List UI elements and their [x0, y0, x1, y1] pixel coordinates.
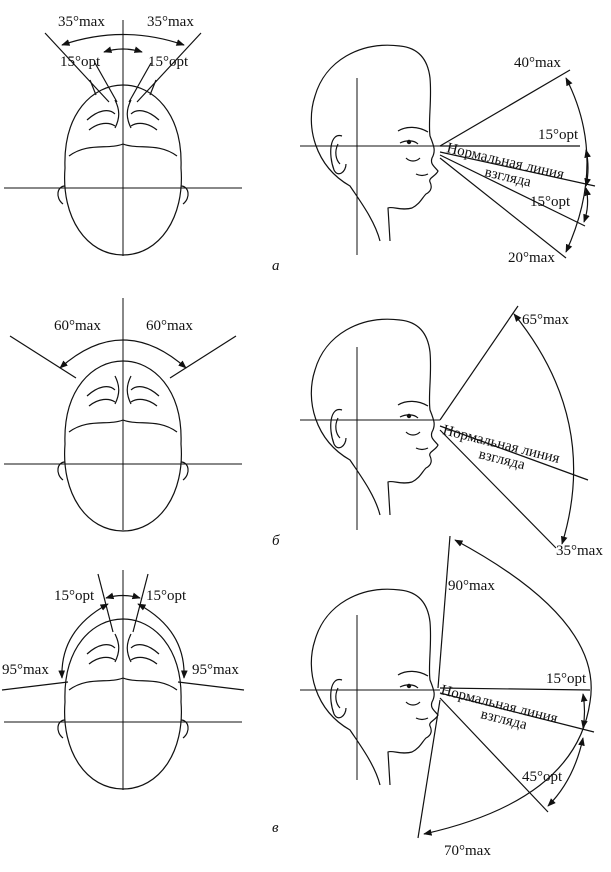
panel-c-left-opt-label: 15°opt	[54, 588, 95, 604]
panel-b-top-view: 60°max 60°max	[4, 298, 242, 532]
panel-b-caption: б	[272, 533, 280, 549]
panel-c-up-max-label: 90°max	[448, 578, 495, 594]
panel-a-left-max-label: 35°max	[58, 14, 105, 30]
panel-c-up-opt-label: 15°opt	[546, 671, 587, 687]
head-profile-icon	[310, 588, 439, 786]
panel-c-down-opt-label: 45°opt	[522, 769, 563, 785]
panel-b: 60°max 60°max 65°max Нормальная линия вз…	[4, 298, 603, 559]
panel-a-caption: а	[272, 258, 280, 274]
panel-a-up-max-label: 40°max	[514, 55, 561, 71]
panel-a: 35°max 35°max 15°opt 15°opt 40°max 15°op…	[4, 14, 596, 274]
panel-a-right-max-label: 35°max	[147, 14, 194, 30]
panel-c-right-max-label: 95°max	[192, 662, 239, 678]
panel-a-down-max-label: 20°max	[508, 250, 555, 266]
head-profile-icon	[310, 44, 439, 242]
panel-c-top-view: 15°opt 15°opt 95°max 95°max	[1, 570, 245, 790]
panel-c-left-max-label: 95°max	[2, 662, 49, 678]
panel-a-down-opt-label: 15°opt	[530, 194, 571, 210]
panel-a-right-opt-label: 15°opt	[148, 54, 189, 70]
panel-a-side-view: 40°max 15°opt Нормальная линия взгляда 1…	[300, 44, 596, 266]
panel-b-up-max-label: 65°max	[522, 312, 569, 328]
panel-c-caption: в	[272, 820, 279, 836]
panel-c: 15°opt 15°opt 95°max 95°max 90°max 15°op	[1, 535, 595, 859]
panel-a-up-opt-label: 15°opt	[538, 127, 579, 143]
panel-a-left-opt-label: 15°opt	[60, 54, 101, 70]
panel-b-right-max-label: 60°max	[146, 318, 193, 334]
panel-b-down-max-label: 35°max	[556, 543, 603, 559]
panel-b-side-view: 65°max Нормальная линия взгляда 35°max	[300, 305, 603, 559]
panel-c-down-max-label: 70°max	[444, 843, 491, 859]
panel-a-top-view: 35°max 35°max 15°opt 15°opt	[4, 14, 242, 256]
panel-c-right-opt-label: 15°opt	[146, 588, 187, 604]
head-profile-icon	[310, 318, 439, 516]
panel-c-side-view: 90°max 15°opt Нормальная линия взгляда 4…	[300, 535, 595, 859]
panel-b-left-max-label: 60°max	[54, 318, 101, 334]
